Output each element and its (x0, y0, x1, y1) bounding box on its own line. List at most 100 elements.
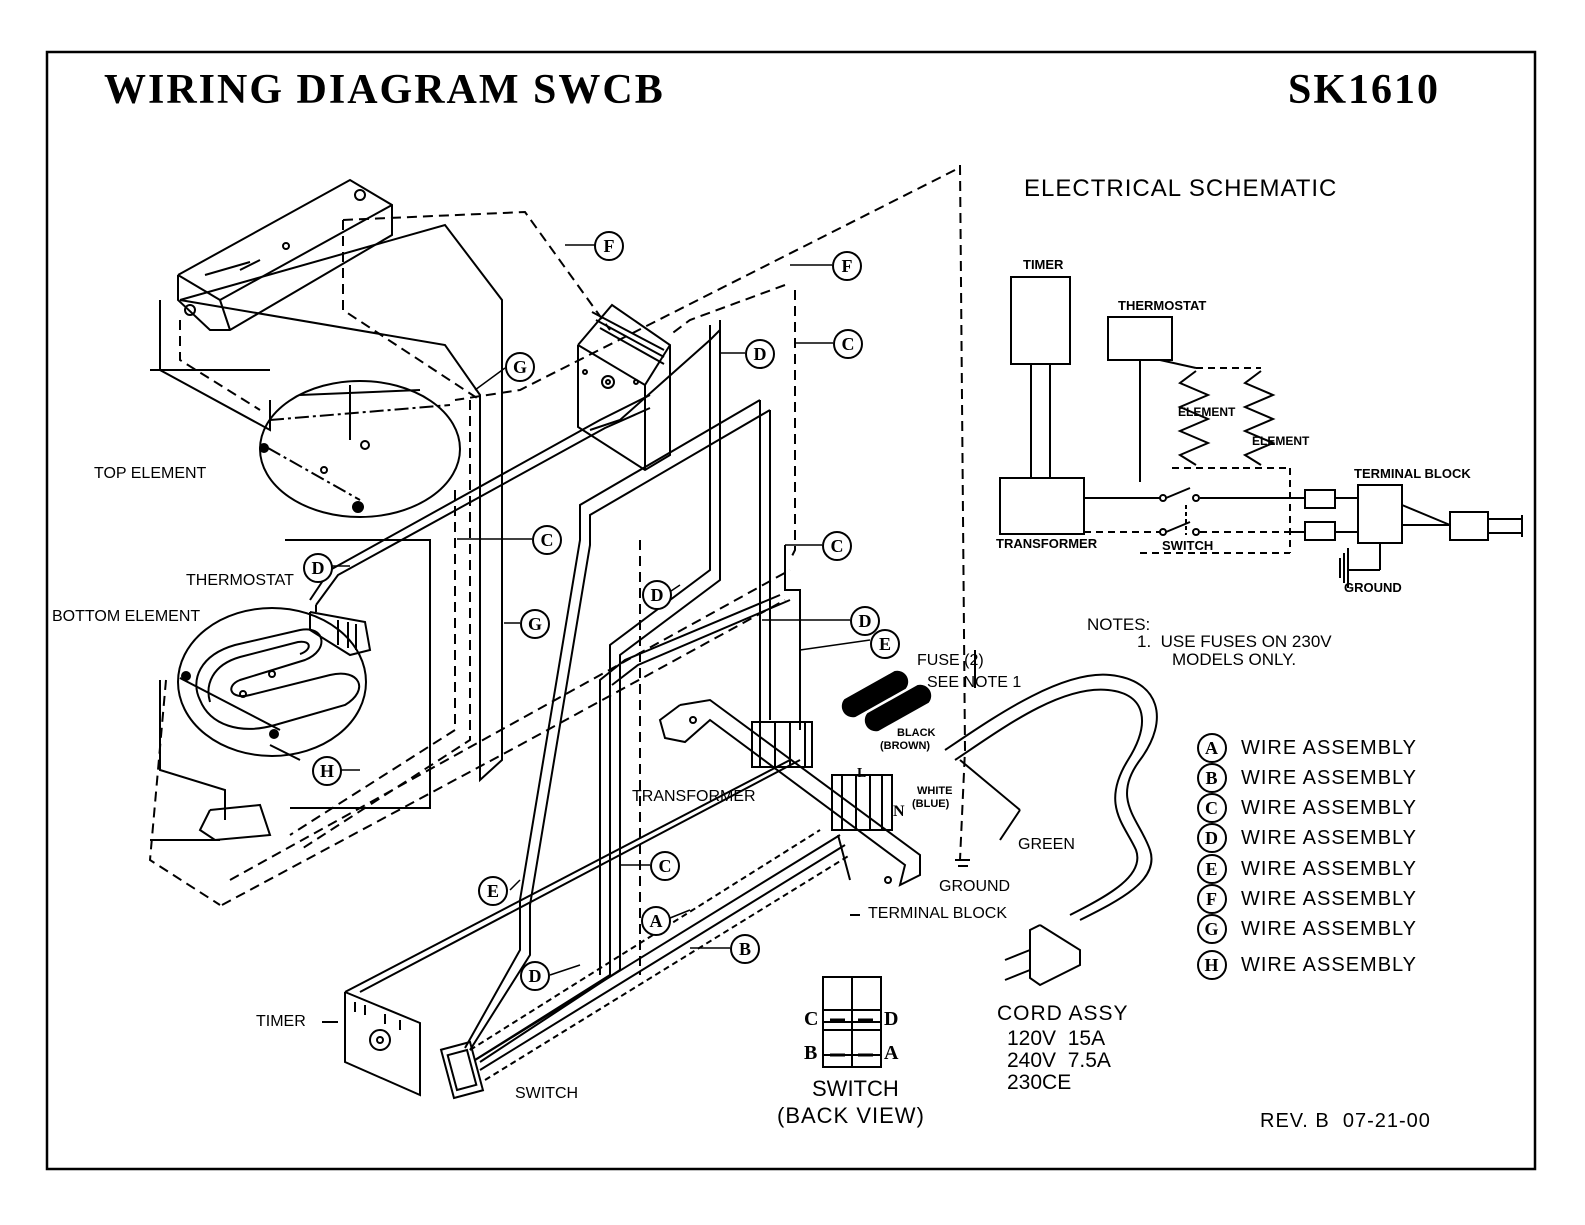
schematic-transformer-box (999, 477, 1085, 535)
timer-drawing (322, 759, 801, 1097)
fuse-1 (841, 670, 909, 718)
ground-label: GROUND (939, 878, 1011, 895)
legend-row-d: D WIRE ASSEMBLY (1197, 823, 1417, 853)
callout-c-2: C (532, 525, 562, 555)
schematic-fuse-2 (1304, 521, 1336, 541)
switch-back-view-caption-2: (BACK VIEW) (777, 1103, 925, 1128)
fuse-label: FUSE (2) (917, 652, 984, 669)
terminal-block-drawing (658, 650, 976, 916)
switch-drawing (439, 829, 851, 1100)
callout-f-1: F (594, 231, 624, 261)
terminal-l-label: L (857, 766, 867, 781)
blue-wire-label: (BLUE) (912, 798, 950, 810)
transformer-box-drawing (577, 303, 671, 472)
legend-row-g: G WIRE ASSEMBLY (1197, 914, 1417, 944)
notes-heading: NOTES: (1087, 615, 1151, 634)
cord-assy-title: CORD ASSY (997, 1002, 1129, 1025)
switch-label: SWITCH (515, 1085, 579, 1102)
model-number: SK1610 (1288, 67, 1441, 113)
timer-label: TIMER (256, 1013, 306, 1030)
terminal-block-label: TERMINAL BLOCK (868, 905, 1007, 922)
schematic-element-2 (1242, 370, 1276, 466)
switch-back-view-caption-1: SWITCH (812, 1076, 899, 1101)
white-wire-label: WHITE (917, 785, 953, 797)
callout-b-1: B (730, 934, 760, 964)
brown-wire-label: (BROWN) (880, 740, 931, 752)
schematic-timer-box (1010, 276, 1071, 365)
schematic-terminal-block (1357, 484, 1403, 544)
callout-g-2: G (520, 609, 550, 639)
legend-letter-h: H (1197, 950, 1227, 980)
callout-c-4: C (650, 851, 680, 881)
transformer-label: TRANSFORMER (632, 788, 756, 805)
legend-label-h: WIRE ASSEMBLY (1241, 953, 1418, 976)
callout-e-1: E (870, 629, 900, 659)
notes-line-2: MODELS ONLY. (1172, 650, 1297, 669)
callout-h-1: H (312, 756, 342, 786)
switch-back-view-c: C (804, 1008, 819, 1030)
callout-d-1: D (745, 339, 775, 369)
green-wire-label: GREEN (1018, 836, 1075, 853)
schematic-heading: ELECTRICAL SCHEMATIC (1024, 175, 1338, 202)
terminal-n-label: N (893, 803, 905, 820)
fuse-2 (864, 684, 932, 732)
callout-d-5: D (520, 961, 550, 991)
schematic-fuse-1 (1304, 489, 1336, 509)
black-wire-label: BLACK (897, 727, 936, 739)
legend-row-a: A WIRE ASSEMBLY (1197, 733, 1417, 763)
thermostat-bracket (309, 611, 372, 657)
callout-f-2: F (832, 251, 862, 281)
legend-row-f: F WIRE ASSEMBLY (1197, 884, 1417, 914)
bottom-element-drawing (177, 605, 372, 757)
legend-label-e: WIRE ASSEMBLY (1241, 857, 1418, 880)
legend-letter-a: A (1197, 733, 1227, 763)
legend-letter-e: E (1197, 854, 1227, 884)
revision-label: REV. B 07-21-00 (1260, 1110, 1431, 1132)
callout-c-1: C (833, 329, 863, 359)
top-element-label: TOP ELEMENT (94, 465, 207, 482)
callout-d-3: D (642, 580, 672, 610)
legend-row-c: C WIRE ASSEMBLY (1197, 793, 1417, 823)
bottom-element-label: BOTTOM ELEMENT (52, 608, 201, 625)
legend-label-g: WIRE ASSEMBLY (1241, 917, 1418, 940)
schematic-element-1 (1177, 370, 1211, 466)
legend-label-c: WIRE ASSEMBLY (1241, 796, 1418, 819)
wire-harness-drawing (309, 164, 967, 1063)
legend-letter-g: G (1197, 914, 1227, 944)
power-cord-drawing (944, 673, 1158, 987)
schematic-drawing (999, 276, 1523, 588)
schematic-thermostat-label: THERMOSTAT (1118, 298, 1207, 313)
schematic-plug (1449, 511, 1489, 541)
schematic-switch-label: SWITCH (1162, 538, 1214, 553)
switch-back-view-a: A (884, 1042, 899, 1064)
legend-letter-c: C (1197, 793, 1227, 823)
notes-line-1: 1. USE FUSES ON 230V (1137, 632, 1332, 651)
legend-row-b: B WIRE ASSEMBLY (1197, 763, 1417, 793)
top-element-detail-circle (259, 380, 461, 518)
cord-assy-line-1: 120V 15A (1007, 1027, 1106, 1050)
legend-letter-b: B (1197, 763, 1227, 793)
switch-back-view-grid (822, 976, 882, 1068)
cord-assy-line-2: 240V 7.5A (1007, 1049, 1111, 1072)
top-element-drawing (159, 178, 611, 518)
cord-assy-line-3: 230CE (1007, 1071, 1072, 1094)
oven-liner-drawing (148, 223, 791, 906)
callout-a-1: A (641, 906, 671, 936)
legend-letter-f: F (1197, 884, 1227, 914)
schematic-element-label-1: ELEMENT (1178, 405, 1236, 419)
bottom-element-detail-circle (177, 607, 367, 757)
callout-e-2: E (478, 876, 508, 906)
schematic-thermostat-box (1107, 316, 1173, 361)
schematic-timer-label: TIMER (1023, 257, 1064, 272)
schematic-ground-label: GROUND (1344, 580, 1402, 595)
switch-back-view-d: D (884, 1008, 899, 1030)
legend-label-b: WIRE ASSEMBLY (1241, 766, 1418, 789)
page-border (45, 50, 1537, 1171)
schematic-terminal-block-label: TERMINAL BLOCK (1354, 466, 1471, 481)
callout-c-3: C (822, 531, 852, 561)
callout-d-2: D (303, 553, 333, 583)
callout-g-1: G (505, 352, 535, 382)
legend-label-a: WIRE ASSEMBLY (1241, 736, 1418, 759)
